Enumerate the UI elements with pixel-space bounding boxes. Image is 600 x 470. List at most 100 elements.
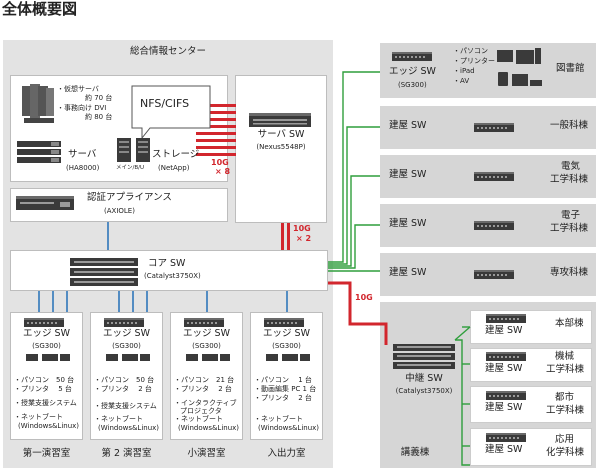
relay-name: 中継 SW [405, 373, 443, 384]
room-2-switch-icon [104, 318, 144, 327]
room-1-sw: エッジ SW [23, 328, 70, 339]
room-1-extra-2: ・ネットブート [14, 413, 63, 421]
room-3-extra-4: (Windows&Linux) [178, 424, 240, 432]
room-1-box [10, 312, 83, 440]
building-2-sw: 建屋 SW [389, 169, 427, 180]
building-1-switch-icon [474, 123, 514, 132]
room-4-label: 入出力室 [267, 448, 306, 459]
room-2-spec-1: ・パソコン 50 台 [94, 376, 155, 384]
room-1-extra-1: ・授業支援システム [14, 399, 77, 407]
lecture-sub-4-sw: 建屋 SW [485, 444, 523, 455]
building-3-label-2: 工学科棟 [550, 223, 589, 234]
lecture-sub-1-label: 本部棟 [555, 318, 584, 329]
room-4-switch-icon [264, 318, 304, 327]
lecture-sub-4-switch-icon [486, 433, 526, 442]
room-3-box [170, 312, 243, 440]
storage-model: (NetApp) [158, 164, 190, 172]
page-title: 全体概要図 [2, 0, 78, 18]
vm-note-1: ・仮想サーバ [57, 85, 99, 93]
core-switch-icon [70, 258, 138, 286]
auth-model: (AXIOLE) [104, 207, 135, 215]
library-label: 図書館 [556, 63, 585, 74]
room-3-sw: エッジ SW [183, 328, 230, 339]
room-1-spec-1: ・パソコン 50 台 [14, 376, 75, 384]
vm-server-rack-icon [22, 84, 54, 123]
room-4-spec-2: ・動画編集 PC 1 台 [254, 385, 317, 393]
room-3-extra-3: ・ネットブート [174, 415, 223, 423]
lecture-sub-4-label-1: 応用 [555, 434, 575, 445]
nfs-bubble [131, 85, 211, 140]
room-3-model: (SG300) [192, 342, 221, 350]
netapp-storage-icon [117, 138, 150, 162]
room-3-label: 小演習室 [187, 448, 226, 459]
room-1-spec-2: ・プリンタ 5 台 [14, 385, 72, 393]
relay-switch-icon [393, 344, 455, 369]
axiole-appliance-icon [16, 196, 74, 210]
link-10g-x8-a: 10G [211, 158, 229, 167]
vm-note-2: 約 70 台 [85, 94, 113, 102]
lecture-sub-2-switch-icon [486, 352, 526, 361]
library-device-3: ・iPad [453, 67, 475, 75]
library-switch-icon [392, 52, 432, 61]
room-2-extra-3: (Windows&Linux) [98, 424, 160, 432]
lecture-sub-2-sw: 建屋 SW [485, 363, 523, 374]
room-4-spec-1: ・パソコン 1 台 [254, 376, 312, 384]
auth-box [10, 188, 228, 222]
room-4-spec-3: ・プリンタ 2 台 [254, 394, 312, 402]
room-1-switch-icon [24, 318, 64, 327]
core-sw-box [10, 250, 328, 291]
building-4-label: 専攻科棟 [550, 267, 589, 278]
library-device-2: ・プリンター [453, 57, 495, 65]
room-2-extra-2: ・ネットブート [94, 415, 143, 423]
core-model: (Catalyst3750X) [144, 272, 201, 280]
core-name: コア SW [148, 258, 186, 269]
lecture-sub-1-sw: 建屋 SW [485, 325, 523, 336]
room-1-model: (SG300) [32, 342, 61, 350]
storage-name: ストレージ [152, 149, 200, 160]
library-device-icons [497, 48, 542, 86]
server-name: サーバ [68, 149, 97, 160]
link-10g-x2-b: × 2 [296, 234, 312, 243]
building-2-label-2: 工学科棟 [550, 174, 589, 185]
lecture-label: 講義棟 [400, 447, 430, 458]
room-3-spec-2: ・プリンタ 2 台 [174, 385, 232, 393]
lecture-sub-2-label-1: 機械 [555, 351, 575, 362]
room-1-label: 第一演習室 [22, 448, 71, 459]
building-2-label-1: 電気 [561, 161, 581, 172]
lecture-sub-1-switch-icon [486, 314, 526, 323]
ha8000-server-icon [17, 141, 61, 163]
building-4-switch-icon [474, 270, 514, 279]
library-device-4: ・AV [453, 77, 470, 85]
room-device-icons [26, 354, 310, 361]
vm-note-3: ・事務向け DVI [57, 104, 107, 112]
room-2-sw: エッジ SW [103, 328, 150, 339]
room-2-model: (SG300) [112, 342, 141, 350]
lecture-sub-3-label-1: 都市 [555, 392, 575, 403]
nfs-label: NFS/CIFS [140, 97, 190, 110]
10g-x2-link [281, 223, 290, 250]
auth-name: 認証アプライアンス [87, 192, 172, 203]
building-2-switch-icon [474, 172, 514, 181]
lecture-link-10g: 10G [355, 293, 373, 302]
room-4-model: (SG300) [272, 342, 301, 350]
link-10g-x8-b: × 8 [215, 167, 231, 176]
lecture-sub-3-switch-icon [486, 391, 526, 400]
storage-sublabel: メイン/B/U [116, 165, 145, 171]
link-10g-x2-a: 10G [293, 224, 311, 233]
room-4-box [250, 312, 323, 440]
library-sw: エッジ SW [389, 66, 436, 77]
datacenter-title: 総合情報センター [129, 46, 206, 57]
library-device-1: ・パソコン [453, 47, 488, 55]
lecture-sub-2-label-2: 工学科棟 [546, 364, 585, 375]
room-2-extra-1: ・授業支援システム [94, 402, 157, 410]
room-3-switch-icon [184, 318, 224, 327]
room-3-spec-1: ・パソコン 21 台 [174, 376, 235, 384]
lecture-sub-4-label-2: 化学科棟 [546, 447, 585, 458]
nexus-switch-icon [249, 113, 311, 127]
building-3-label-1: 電子 [561, 210, 581, 221]
relay-model: (Catalyst3750X) [395, 387, 453, 395]
building-1-sw: 建屋 SW [389, 120, 427, 131]
blue-links [38, 222, 288, 312]
room-2-label: 第 2 演習室 [101, 448, 152, 459]
